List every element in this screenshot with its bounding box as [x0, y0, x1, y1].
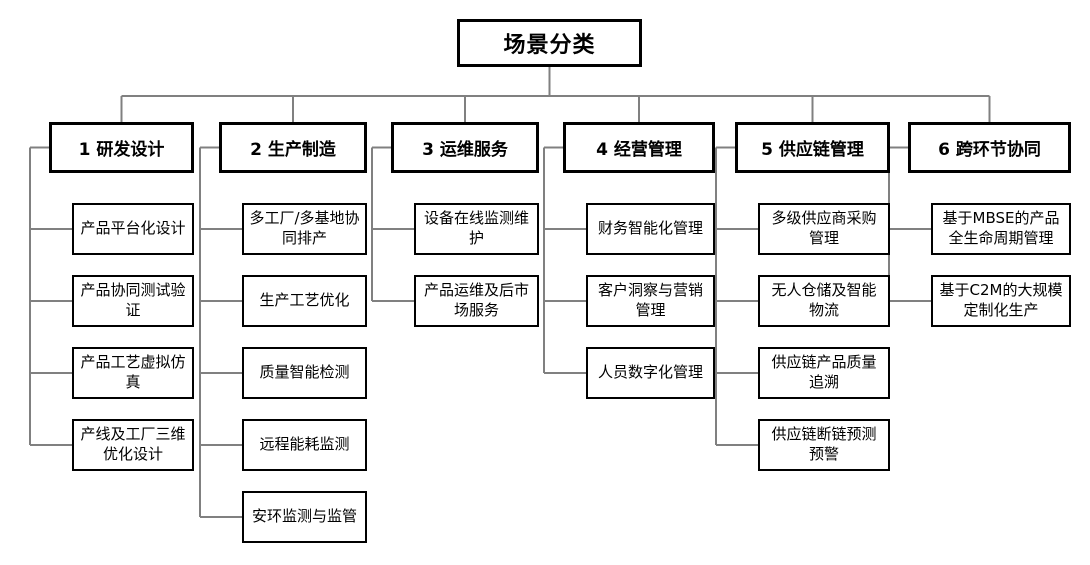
leaf-node-5-1-label: 多级供应商采购管理: [771, 209, 877, 247]
leaf-node-1-3-label: 产品工艺虚拟仿真: [80, 353, 186, 391]
leaf-node-5-3-label: 供应链产品质量追溯: [771, 353, 877, 391]
category-node-3-label: 3 运维服务: [422, 140, 508, 160]
leaf-node-2-4-label: 远程能耗监测: [259, 435, 350, 454]
leaf-node-1-3[interactable]: 产品工艺虚拟仿真: [72, 347, 194, 399]
leaf-node-4-2-label: 客户洞察与营销管理: [597, 281, 703, 319]
category-node-4[interactable]: 4 经营管理: [563, 122, 715, 173]
category-node-5-label: 5 供应链管理: [761, 140, 864, 160]
category-node-6-label: 6 跨环节协同: [938, 140, 1041, 160]
leaf-node-2-3[interactable]: 质量智能检测: [242, 347, 367, 399]
leaf-node-5-1[interactable]: 多级供应商采购管理: [758, 203, 890, 255]
leaf-node-2-1[interactable]: 多工厂/多基地协同排产: [242, 203, 367, 255]
leaf-node-2-5-label: 安环监测与监管: [251, 507, 357, 526]
leaf-node-3-2[interactable]: 产品运维及后市场服务: [414, 275, 539, 327]
leaf-node-2-2-label: 生产工艺优化: [259, 291, 350, 310]
root-node-label: 场景分类: [503, 33, 596, 58]
leaf-node-5-4[interactable]: 供应链断链预测预警: [758, 419, 890, 471]
leaf-node-1-2[interactable]: 产品协同测试验证: [72, 275, 194, 327]
leaf-node-5-4-label: 供应链断链预测预警: [771, 425, 877, 463]
leaf-node-2-2[interactable]: 生产工艺优化: [242, 275, 367, 327]
leaf-node-6-1-label: 基于MBSE的产品全生命周期管理: [942, 209, 1060, 247]
leaf-node-5-3[interactable]: 供应链产品质量追溯: [758, 347, 890, 399]
leaf-node-4-3-label: 人员数字化管理: [597, 363, 703, 382]
leaf-node-3-2-label: 产品运维及后市场服务: [423, 281, 529, 319]
leaf-node-5-2[interactable]: 无人仓储及智能物流: [758, 275, 890, 327]
category-node-6[interactable]: 6 跨环节协同: [908, 122, 1071, 173]
root-node: 场景分类: [457, 19, 642, 67]
leaf-node-4-2[interactable]: 客户洞察与营销管理: [586, 275, 715, 327]
leaf-node-5-2-label: 无人仓储及智能物流: [771, 281, 877, 319]
leaf-node-2-1-label: 多工厂/多基地协同排产: [249, 209, 360, 247]
leaf-node-1-1[interactable]: 产品平台化设计: [72, 203, 194, 255]
leaf-node-4-1-label: 财务智能化管理: [597, 219, 703, 238]
leaf-node-6-2[interactable]: 基于C2M的大规模定制化生产: [931, 275, 1071, 327]
category-node-1-label: 1 研发设计: [78, 140, 165, 160]
category-node-1[interactable]: 1 研发设计: [49, 122, 194, 173]
category-node-4-label: 4 经营管理: [596, 140, 682, 160]
leaf-node-4-3[interactable]: 人员数字化管理: [586, 347, 715, 399]
leaf-node-1-2-label: 产品协同测试验证: [80, 281, 186, 319]
leaf-node-1-4[interactable]: 产线及工厂三维优化设计: [72, 419, 194, 471]
category-node-2[interactable]: 2 生产制造: [219, 122, 367, 173]
leaf-node-3-1-label: 设备在线监测维护: [423, 209, 529, 247]
category-node-5[interactable]: 5 供应链管理: [735, 122, 890, 173]
category-node-2-label: 2 生产制造: [250, 140, 336, 160]
leaf-node-1-1-label: 产品平台化设计: [80, 219, 186, 238]
leaf-node-3-1[interactable]: 设备在线监测维护: [414, 203, 539, 255]
leaf-node-6-2-label: 基于C2M的大规模定制化生产: [939, 281, 1063, 319]
leaf-node-2-5[interactable]: 安环监测与监管: [242, 491, 367, 543]
leaf-node-4-1[interactable]: 财务智能化管理: [586, 203, 715, 255]
leaf-node-6-1[interactable]: 基于MBSE的产品全生命周期管理: [931, 203, 1071, 255]
category-node-3[interactable]: 3 运维服务: [391, 122, 539, 173]
leaf-node-2-3-label: 质量智能检测: [259, 363, 350, 382]
leaf-node-2-4[interactable]: 远程能耗监测: [242, 419, 367, 471]
leaf-node-1-4-label: 产线及工厂三维优化设计: [80, 425, 186, 463]
